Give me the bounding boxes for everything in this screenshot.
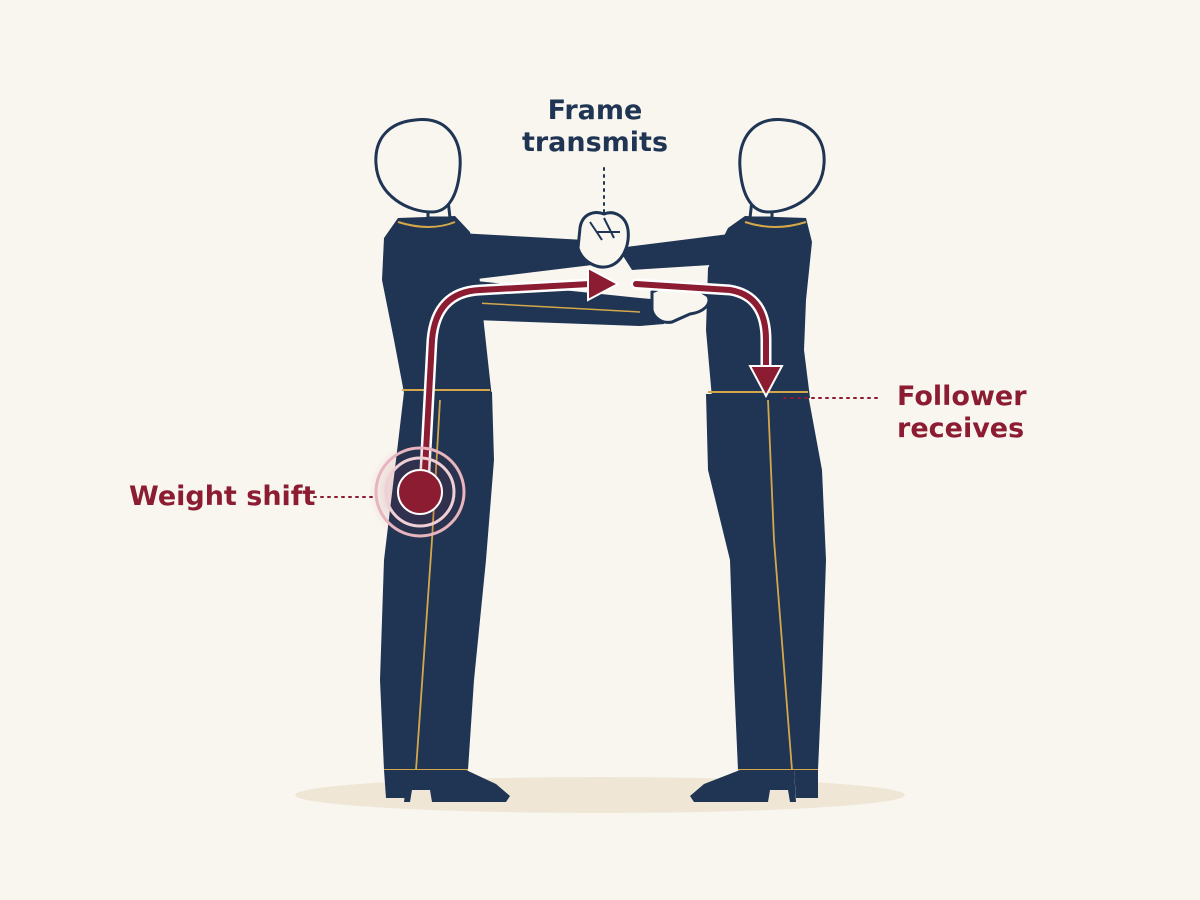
force-arrow — [419, 266, 784, 476]
follower-shoe-front — [690, 770, 796, 802]
frame-label-line2: transmits — [521, 127, 669, 158]
follower-shoe-back — [794, 770, 818, 798]
arrowhead-follower — [748, 365, 784, 399]
follower-label-line2: receives — [897, 413, 1025, 444]
weight-shift-text: Weight shift — [129, 481, 316, 512]
leader-head — [374, 118, 462, 214]
follower-head — [738, 118, 826, 214]
follower-receives-label: Follower receives — [897, 381, 1027, 445]
follower-figure — [618, 118, 826, 802]
arrowhead-frame — [587, 266, 621, 302]
weight-shift-pulse — [368, 440, 472, 544]
follower-label-line1: Follower — [897, 381, 1027, 412]
leader-shoe-back — [384, 770, 410, 798]
weight-shift-label: Weight shift — [129, 481, 315, 513]
frame-transmits-label: Frame transmits — [500, 95, 690, 159]
clasped-hands — [576, 211, 630, 269]
follower-trousers — [706, 394, 826, 770]
leader-shoe-front — [404, 770, 510, 802]
frame-label-line1: Frame — [547, 95, 643, 126]
